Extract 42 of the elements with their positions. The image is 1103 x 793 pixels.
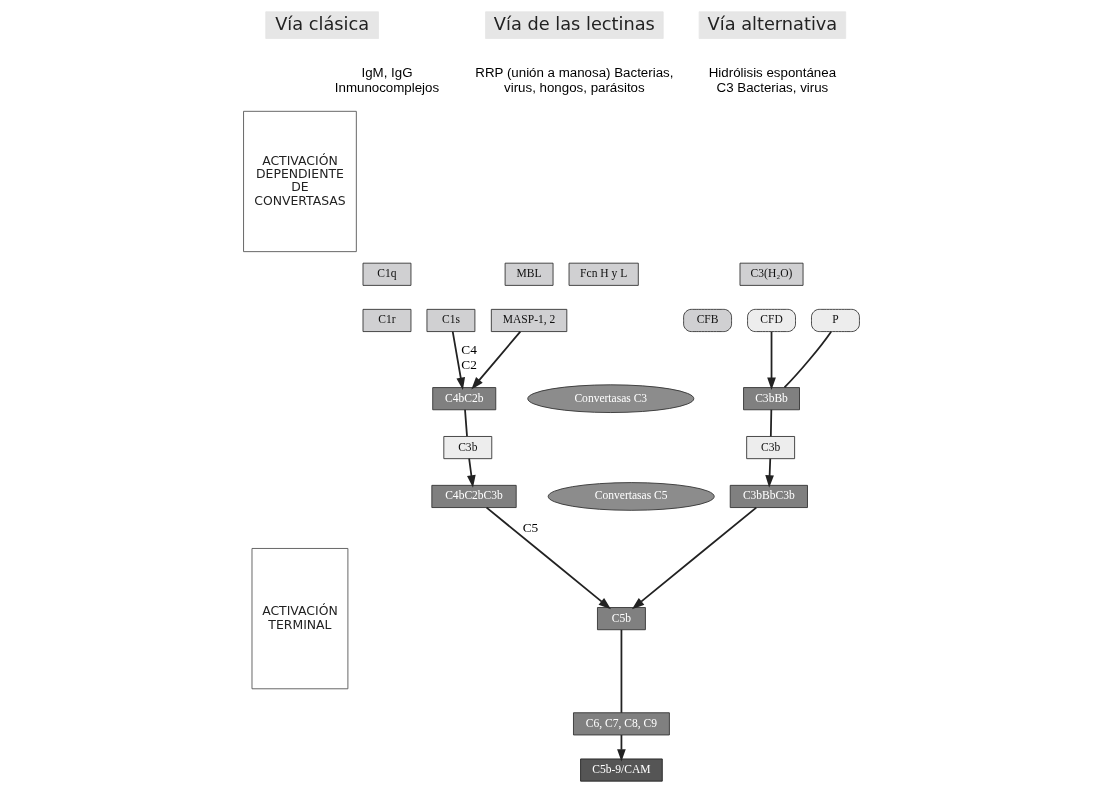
node-box: ACTIVACIÓN DEPENDIENTE DE CONVERTASAS	[243, 110, 357, 253]
node-box: C4bC2bC3b	[431, 484, 517, 508]
node-box: C3b	[443, 436, 493, 460]
label: Hidrólisis espontánea C3 Bacterias, virus	[708, 64, 837, 95]
node-box: C6, C7, C8, C9	[573, 712, 670, 736]
node-box: C3b	[746, 436, 796, 460]
arrow	[631, 506, 758, 610]
arrow	[471, 330, 522, 390]
arrow	[467, 457, 476, 488]
node-ellipse: Convertasas C5	[547, 482, 715, 511]
node-box: Vía alternativa	[698, 11, 847, 39]
node-box: MASP-1, 2	[490, 308, 568, 332]
edge-label: C4 C2	[461, 341, 477, 372]
connector	[464, 408, 468, 438]
node-ellipse: Convertasas C3	[527, 384, 695, 413]
node-box: CFD	[747, 308, 796, 332]
node-box: MBL	[504, 262, 554, 286]
arrow	[767, 330, 776, 391]
node-box: C3bBb	[743, 387, 800, 411]
node-box: C4bC2b	[432, 387, 497, 411]
connector	[769, 408, 773, 438]
connector	[783, 330, 832, 389]
node-box: C5b	[597, 607, 646, 631]
node-box: C1q	[362, 262, 412, 286]
label: IgM, IgG Inmunocomplejos	[334, 64, 440, 95]
node-box: Vía de las lectinas	[485, 11, 664, 39]
node-box: C3(H₂O)	[739, 262, 804, 286]
connector	[620, 628, 623, 714]
label: RRP (unión a manosa) Bacterias, virus, hongos, parásitos	[475, 64, 674, 95]
node-box: P	[811, 308, 860, 332]
node-box: Vía clásica	[265, 11, 379, 39]
node-box: C3bBbC3b	[729, 484, 808, 508]
node-box: C1s	[426, 308, 476, 332]
node-box: C5b-9/CAM	[580, 758, 663, 782]
arrow	[451, 330, 466, 391]
node-box: ACTIVACIÓN TERMINAL	[251, 548, 349, 690]
arrow	[765, 457, 774, 488]
node-box: CFB	[683, 308, 732, 332]
edge-label: C5	[522, 520, 539, 536]
arrow	[485, 506, 611, 610]
node-box: Fcn H y L	[568, 262, 639, 286]
node-box: C1r	[362, 308, 412, 332]
